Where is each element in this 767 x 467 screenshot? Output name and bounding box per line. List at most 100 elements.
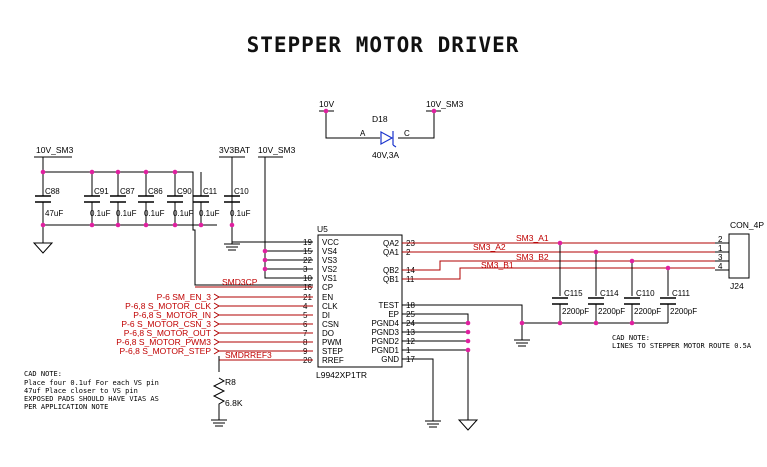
connector-pin-3: 3 <box>718 253 723 262</box>
net-wire <box>213 293 313 301</box>
ic-pin-name: VS4 <box>322 247 338 256</box>
ic-pin-name: VS1 <box>322 274 338 283</box>
connector-pin-2: 1 <box>718 244 723 253</box>
diode-symbol <box>380 130 397 148</box>
capacitor-plates <box>588 297 604 305</box>
net-label-sm3-b1: SM3_B1 <box>481 260 514 270</box>
capacitor-ref: C88 <box>45 187 60 196</box>
ic-pin-name: DI <box>322 311 330 320</box>
junction-dot <box>557 240 563 246</box>
ic-pin-number: 19 <box>303 238 312 247</box>
capacitor-ref: C91 <box>94 187 109 196</box>
junction-dot <box>465 338 471 344</box>
left-rails: 10V_SM3 3V3BAT 10V_SM3 C88 47uF C91 0.1uF C8… <box>32 145 313 286</box>
cad-notes: CAD NOTE: Place four 0.1uf For each VS p… <box>24 334 752 411</box>
capacitor-value: 2200pF <box>598 307 625 316</box>
junction-dot <box>593 320 599 326</box>
schematic-title: STEPPER MOTOR DRIVER <box>247 33 520 57</box>
capacitor-ref: C111 <box>672 289 690 298</box>
net-label: P-6,8 S_MOTOR_OUT <box>124 328 211 338</box>
net-label: P-6 SM_EN_3 <box>157 292 212 302</box>
capacitor-ref: C90 <box>177 187 192 196</box>
ic-body <box>317 234 403 368</box>
ic-pin-name: VS2 <box>322 265 338 274</box>
net-wire-b1 <box>402 267 715 280</box>
ic-pin-name: GND <box>381 355 399 364</box>
ic-pin-name: QA1 <box>383 248 400 257</box>
ic-pin-name: PWM <box>322 338 342 347</box>
rail-10v-sm3-mid-label: 10V_SM3 <box>258 145 296 155</box>
capacitor-plates <box>110 195 126 203</box>
net-label: P-6,8 S_MOTOR_STEP <box>120 346 212 356</box>
junction-dot <box>115 169 121 175</box>
power-ground <box>402 313 479 431</box>
ic-pin-name: EP <box>388 310 399 319</box>
rref-resistor: R8 6.8K <box>211 356 243 427</box>
left-capacitor-bank: C8847uFC910.1uFC870.1uFC860.1uFC900.1uFC… <box>35 157 251 225</box>
capacitor-plates <box>138 195 154 203</box>
rail-10v-sm3-label: 10V_SM3 <box>426 99 464 109</box>
rail-10v-sm3-left-label: 10V_SM3 <box>36 145 74 155</box>
ep-wire <box>402 313 469 323</box>
capacitor-ref: C11 <box>203 187 218 196</box>
ic-pin-name: CLK <box>322 302 338 311</box>
capacitor-plates <box>167 195 183 203</box>
ic-pin-name: VCC <box>322 238 339 247</box>
ic-pin-name: PGND1 <box>371 346 399 355</box>
ic-pin-name: TEST <box>379 301 400 310</box>
capacitor-value: 0.1uF <box>230 209 251 218</box>
rail-3v3bat-label: 3V3BAT <box>219 145 250 155</box>
junction-dot <box>40 169 46 175</box>
connector-name: CON_4P <box>730 220 764 230</box>
junction-dots <box>40 108 671 353</box>
net-wire <box>213 338 313 346</box>
ic-pin-number: 3 <box>303 265 308 274</box>
capacitor-value: 0.1uF <box>90 209 111 218</box>
net-wire <box>218 359 313 372</box>
junction-dot <box>262 257 268 263</box>
diode-cathode-label: C <box>404 129 410 138</box>
capacitor-value: 47uF <box>45 209 63 218</box>
ic-pin-name: CSN <box>322 320 339 329</box>
capacitor-value: 2200pF <box>670 307 697 316</box>
ic-pin-name: DO <box>322 329 334 338</box>
ic-pin-name: VS3 <box>322 256 338 265</box>
capacitor-plates <box>624 297 640 305</box>
junction-dot <box>665 265 671 271</box>
capacitor-value: 0.1uF <box>144 209 165 218</box>
junction-dot <box>629 320 635 326</box>
net-label: P-6 S_MOTOR_CSN_3 <box>121 319 211 329</box>
junction-dot <box>629 258 635 264</box>
junction-dot <box>172 222 178 228</box>
capacitor-ref: C110 <box>636 289 655 298</box>
vcc-wire <box>219 156 313 243</box>
connector-ref: J24 <box>730 281 744 291</box>
connector-pin-4: 4 <box>718 262 723 271</box>
note-left-5: PER APPLICATION NOTE <box>24 403 108 411</box>
gnd-symbol-2 <box>224 225 240 251</box>
net-label: P-6,8 S_MOTOR_IN <box>133 310 211 320</box>
rail-10v-label: 10V <box>319 99 334 109</box>
diode-value: 40V,3A <box>372 150 399 160</box>
gnd-symbol-gnd <box>402 358 441 428</box>
junction-dot <box>465 320 471 326</box>
note-left-1: CAD NOTE: <box>24 370 62 378</box>
net-wire <box>213 302 313 310</box>
net-label: P-6,8 S_MOTOR_PWM3 <box>116 337 211 347</box>
note-left-3: 47uf Place closer to VS pin <box>24 387 138 395</box>
diode-anode-label: A <box>360 129 366 138</box>
capacitor-ref: C115 <box>564 289 583 298</box>
junction-dot <box>262 266 268 272</box>
ic-pin-name: RREF <box>322 356 344 365</box>
ic-pin-name: PGND3 <box>371 328 399 337</box>
ic-pin-name: EN <box>322 293 333 302</box>
capacitor-ref: C87 <box>120 187 135 196</box>
test-gnd <box>402 304 530 347</box>
diode-ref: D18 <box>372 114 388 124</box>
ic-pin-number: 10 <box>303 274 312 283</box>
capacitor-value: 0.1uF <box>199 209 220 218</box>
gnd-symbol-r <box>211 419 227 427</box>
